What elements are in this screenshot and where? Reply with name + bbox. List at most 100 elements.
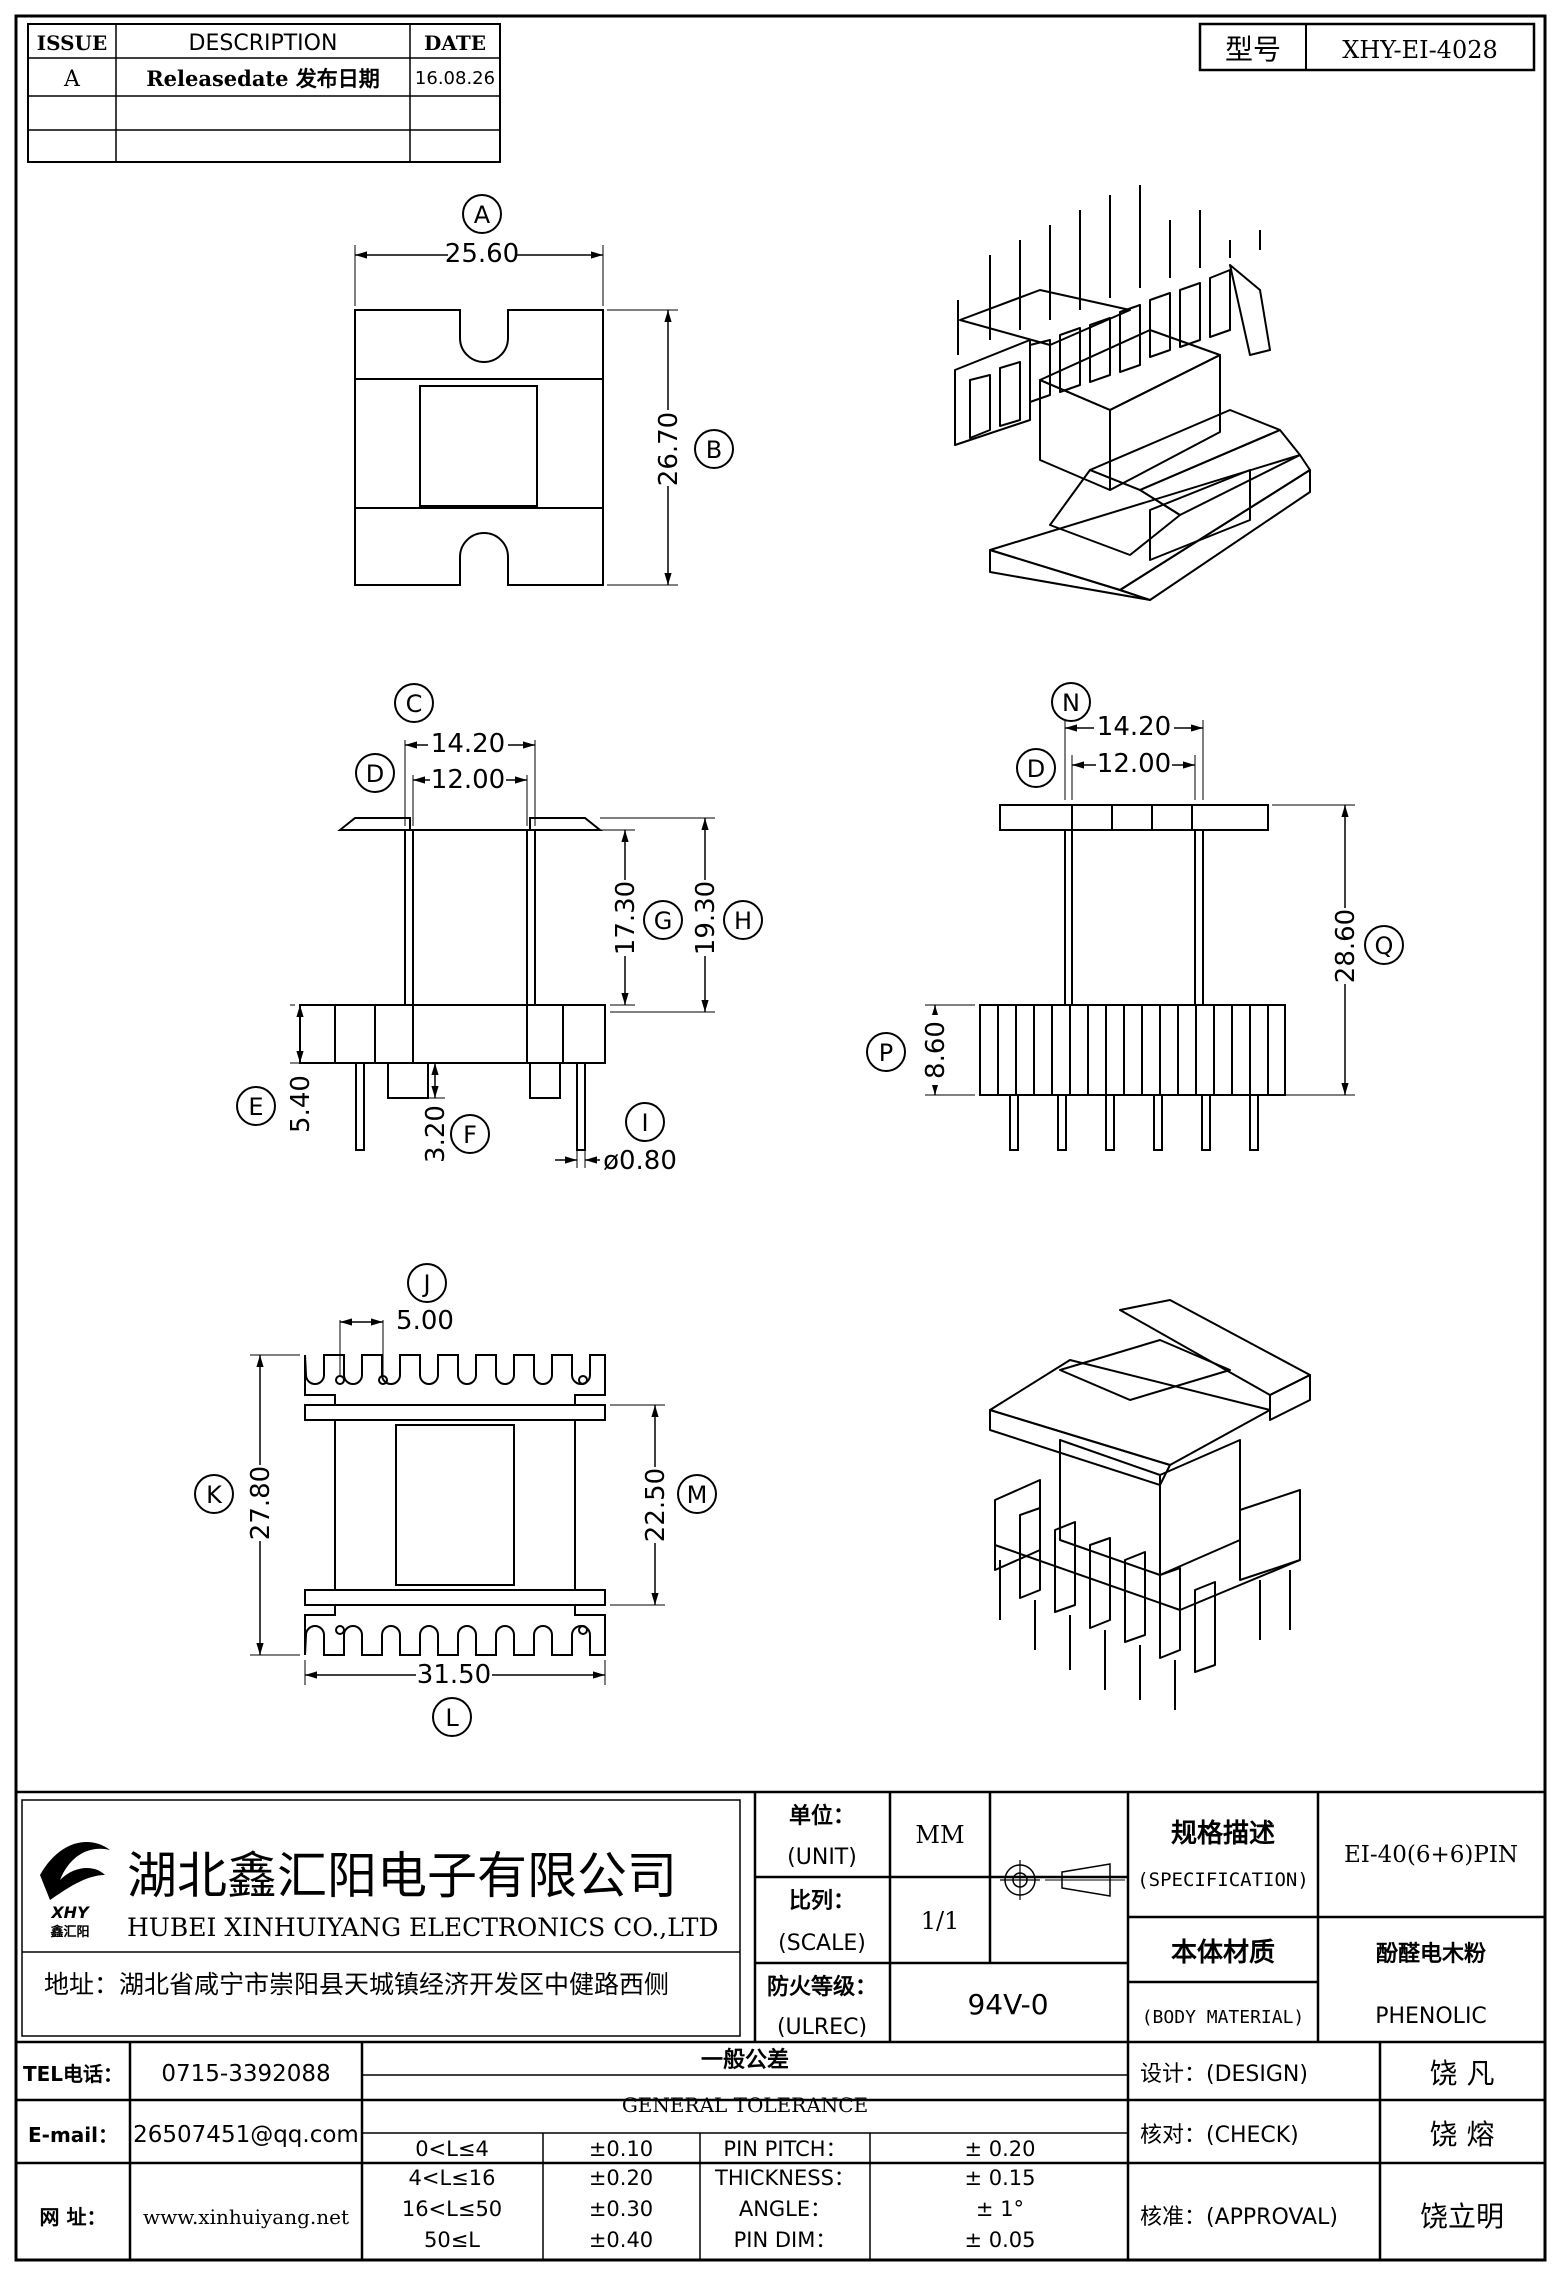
model-label: 型号 <box>1225 33 1281 66</box>
tolerance-item-3: ANGLE： <box>739 2197 831 2221</box>
front-view <box>866 682 1404 1151</box>
dim-c-tag: C <box>406 690 423 718</box>
dim-c-value: 14.20 <box>431 729 505 759</box>
tolerance-value-2: ±0.20 <box>589 2166 653 2190</box>
dim-f-tag: F <box>463 1121 477 1149</box>
web-label: 网 址： <box>40 2205 107 2229</box>
material-value-cn: 酚醛电木粉 <box>1376 1942 1486 1967</box>
tolerance-value-1: ±0.10 <box>589 2137 653 2161</box>
dim-h-tag: H <box>734 907 752 935</box>
logo-text: XHY <box>50 1903 90 1922</box>
ulrec-label-cn: 防火等级： <box>767 1974 877 2000</box>
tolerance-title-cn: 一般公差 <box>701 2047 789 2073</box>
bottom-view <box>194 1263 717 1737</box>
tolerance-item-1: PIN PITCH： <box>723 2137 846 2161</box>
email-value: 26507451@qq.com <box>133 2122 359 2148</box>
top-view <box>354 194 734 586</box>
design-value: 饶 凡 <box>1430 2057 1495 2090</box>
dim-g-value: 17.30 <box>611 881 641 955</box>
scale-value: 1/1 <box>921 1907 960 1935</box>
dim-i-value: ø0.80 <box>603 1146 677 1176</box>
drawing-border <box>14 14 1547 2262</box>
dim-n-value: 14.20 <box>1097 712 1171 742</box>
tolerance-itemval-2: ± 0.15 <box>964 2166 1035 2190</box>
ulrec-label-en: (ULREC) <box>777 2015 867 2040</box>
unit-label-en: (UNIT) <box>787 1845 857 1870</box>
unit-value: MM <box>915 1821 964 1849</box>
dim-l-value: 31.50 <box>417 1660 491 1690</box>
dim-j-value: 5.00 <box>396 1306 454 1336</box>
model-value: XHY-EI-4028 <box>1342 36 1498 64</box>
revision-row-description: Releasedate 发布日期 <box>146 66 380 91</box>
dim-front-d-value: 12.00 <box>1097 749 1171 779</box>
dim-front-d-tag: D <box>1027 755 1045 783</box>
spec-value: EI-40(6+6)PIN <box>1344 1842 1518 1868</box>
spec-label-en: (SPECIFICATION) <box>1137 1869 1309 1891</box>
revision-header-issue: ISSUE <box>37 31 108 55</box>
revision-block: ISSUE DESCRIPTION DATE A Releasedate 发布日… <box>27 23 501 163</box>
model-box: 型号 XHY-EI-4028 <box>1198 22 1536 72</box>
revision-header-date: DATE <box>424 31 486 55</box>
scale-label-en: (SCALE) <box>778 1931 866 1956</box>
tolerance-range-4: 50≤L <box>424 2228 480 2252</box>
dim-d-tag: D <box>366 760 384 788</box>
tolerance-range-1: 0<L≤4 <box>415 2137 489 2161</box>
dim-f-value: 3.20 <box>421 1105 451 1163</box>
side-view <box>236 683 763 1168</box>
material-value-en: PHENOLIC <box>1375 2004 1487 2029</box>
dim-g-tag: G <box>654 907 673 935</box>
tolerance-itemval-4: ± 0.05 <box>964 2228 1035 2252</box>
dim-h-value: 19.30 <box>691 881 721 955</box>
design-label: 设计：(DESIGN) <box>1140 2062 1308 2087</box>
dim-j-tag: J <box>421 1270 430 1298</box>
scale-label-cn: 比列： <box>789 1889 855 1914</box>
company-name-en: HUBEI XINHUIYANG ELECTRONICS CO.,LTD <box>127 1913 719 1942</box>
ulrec-value: 94V-0 <box>967 1988 1048 2021</box>
dim-d-value: 12.00 <box>431 765 505 795</box>
company-logo: XHY 鑫汇阳 <box>40 1842 110 1940</box>
material-label-cn: 本体材质 <box>1171 1938 1275 1968</box>
dim-q-tag: Q <box>1375 932 1394 960</box>
tolerance-range-3: 16<L≤50 <box>402 2197 502 2221</box>
approval-label: 核准：(APPROVAL) <box>1140 2205 1338 2230</box>
dim-m-value: 22.50 <box>641 1468 671 1542</box>
dim-b-tag: B <box>706 436 722 464</box>
approval-value: 饶立明 <box>1420 2200 1504 2233</box>
iso-view-lower <box>989 1299 1311 1710</box>
dim-n-tag: N <box>1062 689 1080 717</box>
company-address: 地址：湖北省咸宁市崇阳县天城镇经济开发区中健路西侧 <box>44 1970 669 1999</box>
iso-view-upper <box>954 185 1311 601</box>
tel-label: TEL电话： <box>23 2062 123 2086</box>
tolerance-itemval-1: ± 0.20 <box>964 2137 1035 2161</box>
dim-a-value: 25.60 <box>445 239 519 269</box>
dim-m-tag: M <box>687 1481 708 1509</box>
tolerance-value-4: ±0.40 <box>589 2228 653 2252</box>
dim-e-value: 5.40 <box>286 1075 316 1133</box>
spec-label-cn: 规格描述 <box>1171 1818 1275 1849</box>
revision-row-issue: A <box>63 67 81 92</box>
tel-value: 0715-3392088 <box>161 2061 330 2087</box>
dim-p-tag: P <box>879 1039 893 1067</box>
tolerance-value-3: ±0.30 <box>589 2197 653 2221</box>
tolerance-itemval-3: ± 1° <box>976 2197 1024 2221</box>
check-label: 核对：(CHECK) <box>1140 2123 1299 2148</box>
dim-a-tag: A <box>474 201 491 229</box>
tolerance-range-2: 4<L≤16 <box>409 2166 496 2190</box>
tolerance-title-en: GENERAL TOLERANCE <box>622 2093 868 2117</box>
dim-b-value: 26.70 <box>654 412 684 486</box>
unit-label-cn: 单位： <box>789 1803 855 1829</box>
dim-p-value: 8.60 <box>921 1021 951 1079</box>
company-name-cn: 湖北鑫汇阳电子有限公司 <box>127 1847 677 1905</box>
dim-i-tag: I <box>641 1109 648 1137</box>
dim-k-value: 27.80 <box>246 1466 276 1540</box>
material-label-en: (BODY MATERIAL) <box>1142 2007 1305 2028</box>
title-block <box>16 1790 1545 2260</box>
dim-k-tag: K <box>206 1481 223 1509</box>
tolerance-item-4: PIN DIM： <box>734 2228 837 2252</box>
revision-row-date: 16.08.26 <box>415 68 495 89</box>
tolerance-item-2: THICKNESS： <box>714 2166 855 2190</box>
dim-e-tag: E <box>248 1093 263 1121</box>
dim-l-tag: L <box>445 1704 459 1732</box>
web-value: www.xinhuiyang.net <box>143 2205 349 2229</box>
